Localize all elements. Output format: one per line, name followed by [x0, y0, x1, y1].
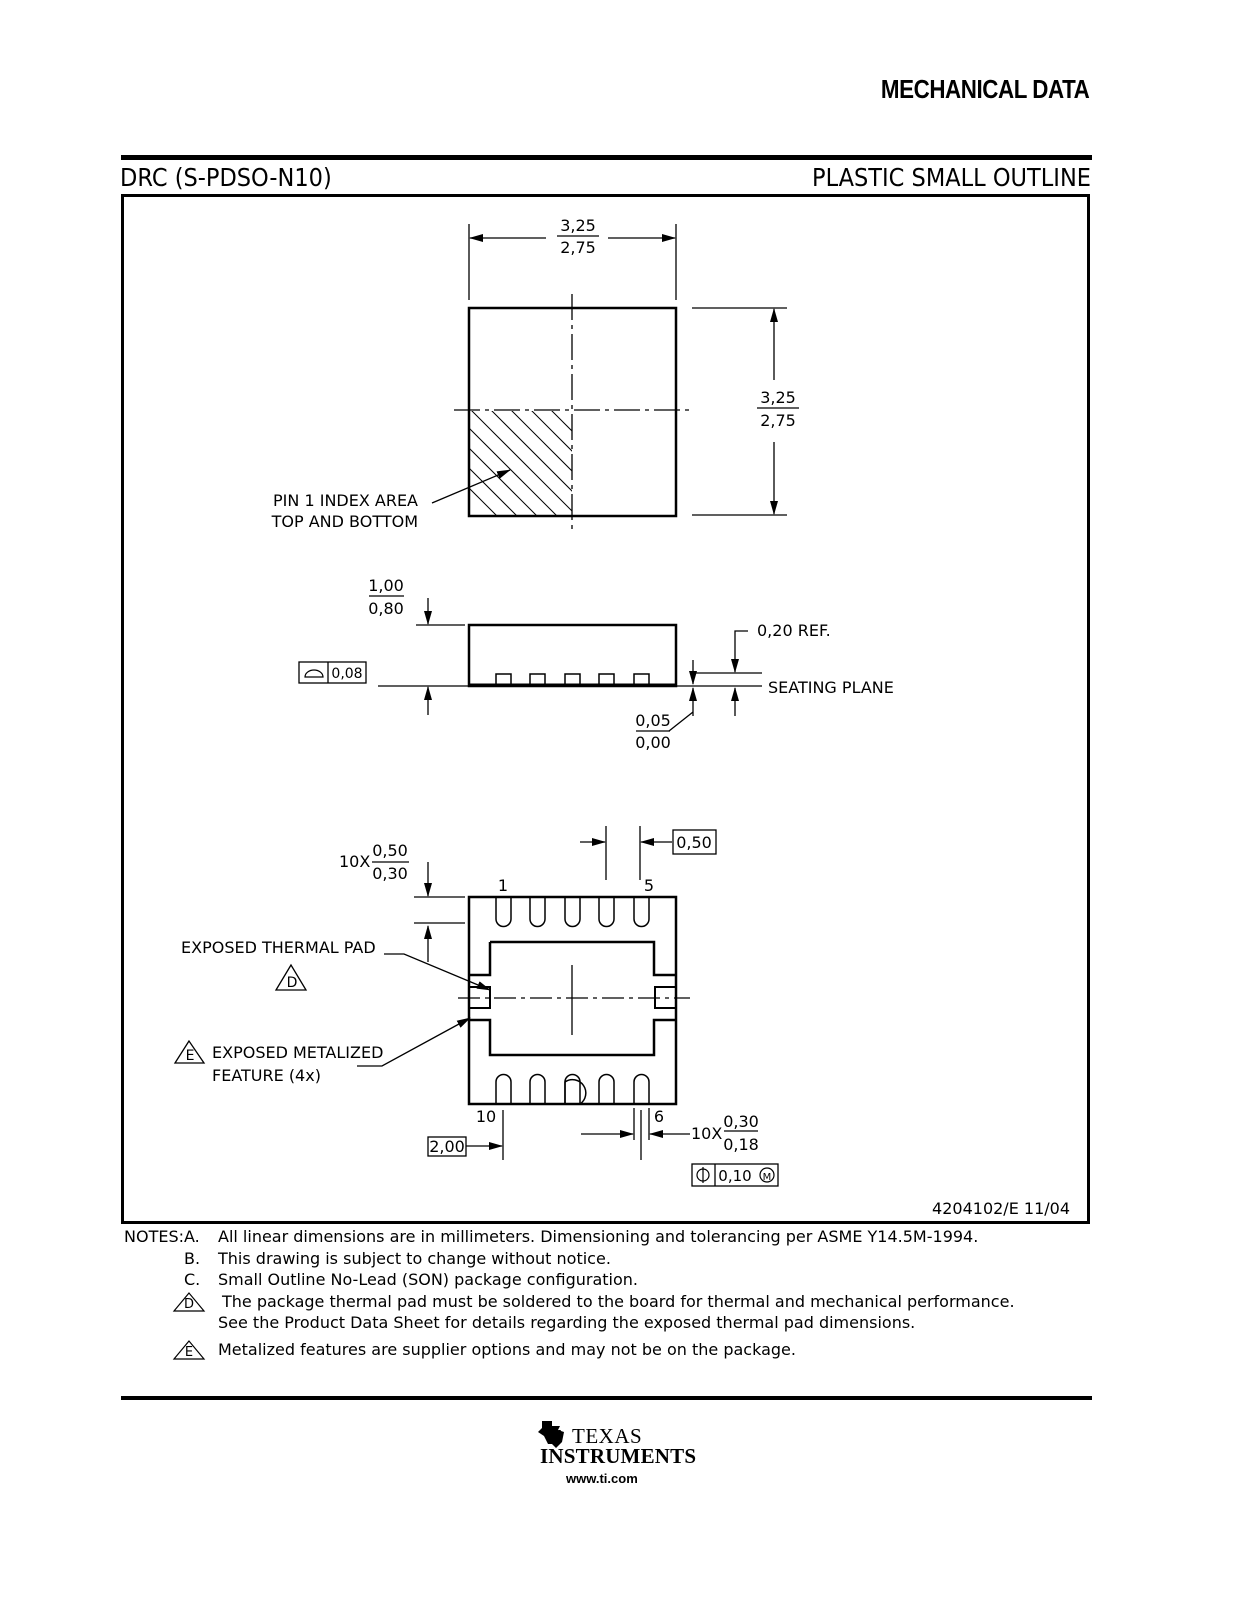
side-thickness-max: 1,00 [368, 576, 404, 595]
pin1-hatch [469, 411, 572, 516]
pin-6-label: 6 [654, 1107, 664, 1126]
note-e-marker: E [186, 1048, 195, 1064]
leads-bottom-row [495, 1073, 650, 1105]
note-text-continued: See the Product Data Sheet for details r… [218, 1313, 916, 1332]
lead-width-min: 0,18 [723, 1135, 759, 1154]
notes-label: NOTES: [124, 1227, 184, 1246]
ref-label: 0,20 REF. [757, 621, 831, 640]
mmc-symbol: M [763, 1172, 772, 1183]
lead-length-max: 0,50 [372, 841, 408, 860]
company-logo: ti TEXAS INSTRUMENTS www.ti.com [536, 1418, 696, 1488]
thermal-pad-label: EXPOSED THERMAL PAD [181, 938, 376, 957]
note-text: All linear dimensions are in millimeters… [218, 1227, 979, 1246]
metal-feature-line2: FEATURE (4x) [212, 1066, 321, 1085]
top-width-min: 2,75 [560, 238, 596, 257]
pin-1-label: 1 [498, 876, 508, 895]
leads-top-row [495, 897, 650, 928]
pitch-value: 0,50 [676, 833, 712, 852]
ti-state-icon: ti [538, 1421, 564, 1448]
note-text: This drawing is subject to change withou… [218, 1248, 611, 1268]
note-text: Small Outline No-Lead (SON) package conf… [218, 1270, 638, 1289]
note-d-marker: D [287, 975, 298, 991]
lead-length-prefix: 10X [339, 852, 370, 871]
position-tolerance: 0,10 [718, 1167, 751, 1185]
standoff-max: 0,05 [635, 711, 671, 730]
package-outline-side [467, 623, 678, 688]
top-width-max: 3,25 [560, 216, 596, 235]
bottom-view [173, 826, 779, 1187]
pin-5-label: 5 [644, 876, 654, 895]
page-section-title: MECHANICAL DATA [880, 74, 1090, 104]
thermal-pad [469, 940, 676, 1057]
pin1-label-line1: PIN 1 INDEX AREA [273, 491, 418, 510]
top-height-min: 2,75 [760, 411, 796, 430]
top-rule [121, 155, 1092, 160]
note-d-triangle-icon: D [172, 1291, 206, 1312]
pin1-label-line2: TOP AND BOTTOM [271, 512, 418, 531]
note-text: The package thermal pad must be soldered… [222, 1291, 1015, 1311]
top-height-max: 3,25 [760, 388, 796, 407]
span-value: 2,00 [429, 1137, 465, 1156]
drawing-number: 4204102/E 11/04 [932, 1199, 1070, 1218]
side-thickness-min: 0,80 [368, 599, 404, 618]
lead-length-min: 0,30 [372, 864, 408, 883]
package-code: DRC (S-PDSO-N10) [120, 163, 332, 192]
svg-text:E: E [185, 1345, 193, 1360]
note-letter: A. [184, 1227, 200, 1246]
bottom-rule [121, 1396, 1092, 1400]
flatness-value: 0,08 [331, 666, 362, 682]
seating-plane-label: SEATING PLANE [768, 678, 894, 697]
top-view [431, 224, 799, 530]
drawing-frame [121, 194, 1090, 1224]
side-view [298, 595, 762, 732]
lead-width-max: 0,30 [723, 1112, 759, 1131]
pin-10-label: 10 [476, 1107, 496, 1126]
svg-text:D: D [184, 1297, 194, 1312]
svg-text:ti: ti [550, 1429, 561, 1444]
lead-width-prefix: 10X [691, 1124, 722, 1143]
company-url: www.ti.com [566, 1471, 638, 1486]
standoff-min: 0,00 [635, 733, 671, 752]
note-letter: C. [184, 1270, 201, 1289]
company-name-line2: INSTRUMENTS [540, 1444, 697, 1468]
company-name-line1: TEXAS [572, 1424, 643, 1448]
package-type: PLASTIC SMALL OUTLINE [812, 163, 1091, 192]
metal-feature-line1: EXPOSED METALIZED [212, 1043, 383, 1062]
note-text: Metalized features are supplier options … [218, 1339, 796, 1359]
note-e-triangle-icon: E [172, 1339, 206, 1360]
note-letter: B. [184, 1248, 201, 1268]
package-outline-bottom [467, 895, 678, 1106]
